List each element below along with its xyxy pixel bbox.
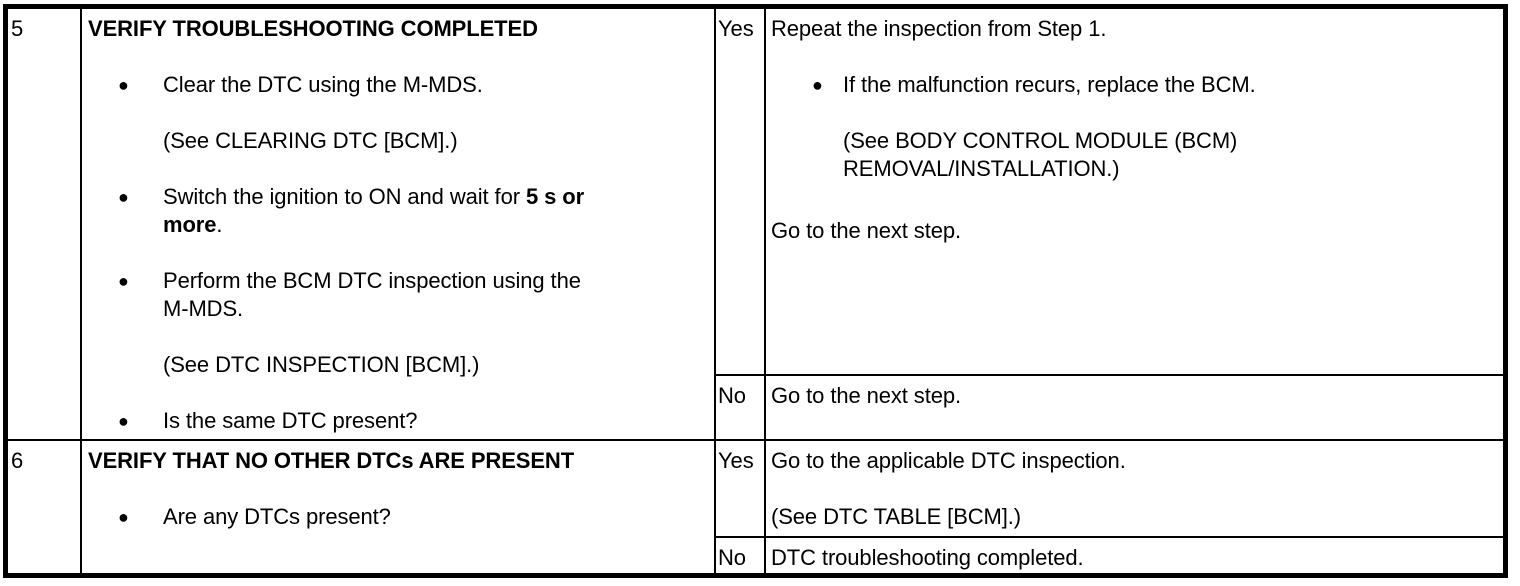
- bullet-text: Are any DTCs present?: [163, 504, 391, 529]
- bullet-icon: ●: [118, 187, 129, 207]
- yes-result-row: Yes Repeat the inspection from Step 1. ●…: [716, 9, 1503, 374]
- bullet-icon: ●: [812, 75, 823, 95]
- step-number: 6: [11, 448, 24, 473]
- bullet-icon: ●: [118, 75, 129, 95]
- reference-note: (See DTC INSPECTION [BCM].): [163, 352, 480, 377]
- step-number: 5: [11, 16, 24, 41]
- procedure-bullet: ● Switch the ignition to ON and wait for…: [118, 183, 702, 239]
- bullet-text: Clear the DTC using the M-MDS.: [163, 72, 483, 97]
- no-label-cell: No: [716, 376, 766, 439]
- results-column: Yes Go to the applicable DTC inspection.…: [716, 441, 1503, 573]
- procedure-bullet: ● Perform the BCM DTC inspection using t…: [118, 267, 702, 323]
- action-text: Go to the next step.: [771, 218, 962, 243]
- no-result-row: No Go to the next step.: [716, 374, 1503, 439]
- bullet-icon: ●: [118, 507, 129, 527]
- troubleshooting-table: 5 VERIFY TROUBLESHOOTING COMPLETED ● Cle…: [3, 4, 1508, 578]
- procedure-cell: VERIFY TROUBLESHOOTING COMPLETED ● Clear…: [82, 9, 716, 439]
- action-bullet: ● If the malfunction recurs, replace the…: [812, 71, 1493, 99]
- procedure-bullet: ● Is the same DTC present?: [118, 407, 702, 435]
- no-action-cell: DTC troubleshooting completed.: [766, 538, 1503, 573]
- bullet-text: Perform the BCM DTC inspection using the…: [163, 268, 581, 321]
- yes-label-cell: Yes: [716, 441, 766, 536]
- bullet-icon: ●: [118, 271, 129, 291]
- reference-note: (See CLEARING DTC [BCM].): [163, 128, 458, 153]
- no-label-cell: No: [716, 538, 766, 573]
- table-row-step-5: 5 VERIFY TROUBLESHOOTING COMPLETED ● Cle…: [8, 9, 1503, 439]
- bullet-text: Is the same DTC present?: [163, 408, 418, 433]
- no-action-cell: Go to the next step.: [766, 376, 1503, 439]
- yes-result-row: Yes Go to the applicable DTC inspection.…: [716, 441, 1503, 536]
- action-text: DTC troubleshooting completed.: [771, 545, 1084, 570]
- step-number-cell: 6: [8, 441, 82, 573]
- reference-note: (See BODY CONTROL MODULE (BCM) REMOVAL/I…: [843, 128, 1238, 181]
- reference-note: (See DTC TABLE [BCM].): [771, 504, 1022, 529]
- yes-action-cell: Repeat the inspection from Step 1. ● If …: [766, 9, 1503, 374]
- results-column: Yes Repeat the inspection from Step 1. ●…: [716, 9, 1503, 439]
- table-row-step-6: 6 VERIFY THAT NO OTHER DTCs ARE PRESENT …: [8, 439, 1503, 573]
- procedure-title: VERIFY THAT NO OTHER DTCs ARE PRESENT: [88, 448, 575, 473]
- procedure-cell: VERIFY THAT NO OTHER DTCs ARE PRESENT ● …: [82, 441, 716, 573]
- procedure-title: VERIFY TROUBLESHOOTING COMPLETED: [88, 16, 538, 41]
- bullet-text: Switch the ignition to ON and wait for 5…: [163, 184, 585, 237]
- procedure-bullet: ● Are any DTCs present?: [118, 503, 702, 531]
- yes-action-cell: Go to the applicable DTC inspection. (Se…: [766, 441, 1503, 536]
- action-text: Repeat the inspection from Step 1.: [771, 16, 1107, 41]
- yes-label-cell: Yes: [716, 9, 766, 374]
- bullet-icon: ●: [118, 411, 129, 431]
- no-result-row: No DTC troubleshooting completed.: [716, 536, 1503, 573]
- bullet-text: If the malfunction recurs, replace the B…: [843, 72, 1256, 97]
- action-text: Go to the applicable DTC inspection.: [771, 448, 1126, 473]
- procedure-bullet: ● Clear the DTC using the M-MDS.: [118, 71, 702, 99]
- step-number-cell: 5: [8, 9, 82, 439]
- action-text: Go to the next step.: [771, 383, 962, 408]
